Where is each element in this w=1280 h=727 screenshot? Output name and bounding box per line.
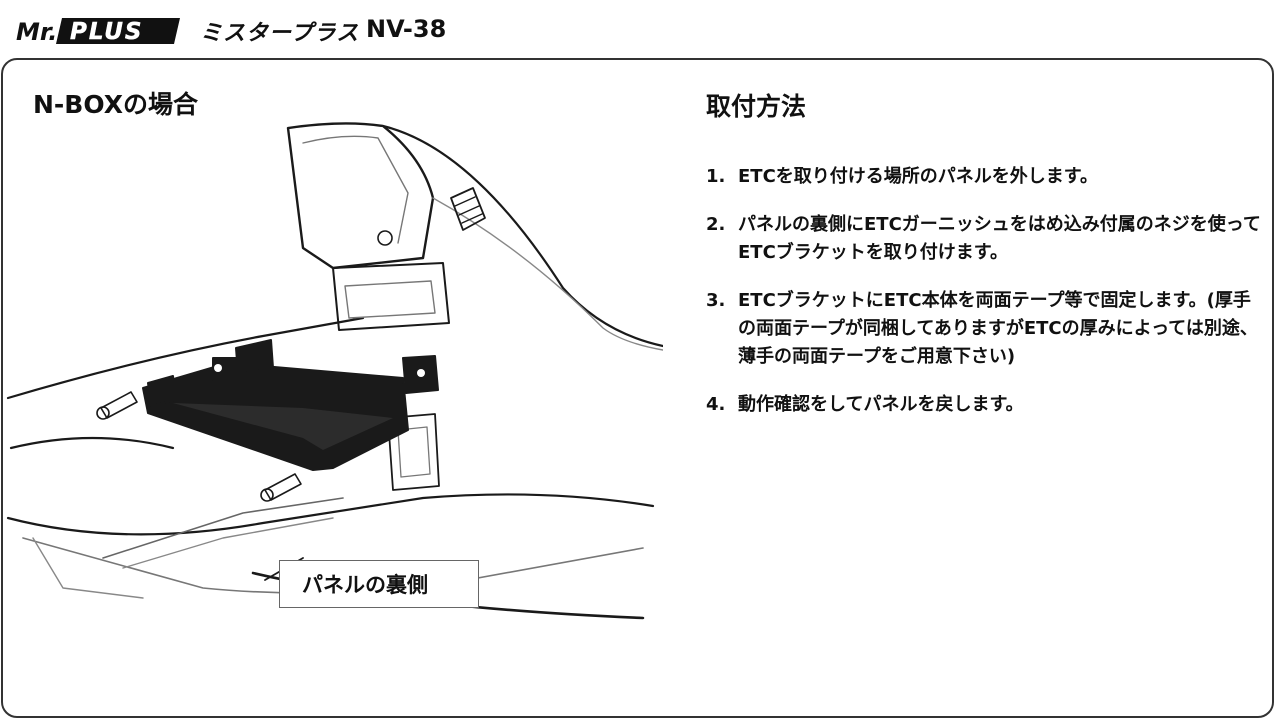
step-text: ETCを取り付ける場所のパネルを外します。	[738, 166, 1098, 187]
model-number: NV-38	[366, 15, 447, 43]
section-title-nbox: N-BOXの場合	[33, 90, 198, 119]
step-text: パネルの裏側にETCガーニッシュをはめ込み付属のネジを使ってETCブラケットを取…	[738, 214, 1261, 263]
step-number: 4.	[706, 394, 726, 415]
svg-text:PLUS: PLUS	[70, 19, 144, 45]
step-number: 3.	[706, 290, 726, 311]
brand-kana: ミスタープラス	[200, 21, 360, 46]
step-text: ETCブラケットにETC本体を両面テープ等で固定します。(厚手の両面テープが同梱…	[738, 290, 1258, 367]
instruction-panel: N-BOXの場合 取付方法	[1, 58, 1274, 718]
svg-text:Mr.: Mr.	[16, 18, 57, 46]
header: Mr. PLUS ミスタープラス NV-38	[0, 0, 1280, 58]
section-title-install: 取付方法	[706, 92, 807, 121]
panel-back-callout: パネルの裏側	[279, 560, 479, 608]
step-number: 2.	[706, 214, 726, 235]
step-number: 1.	[706, 166, 726, 187]
mr-plus-logo: Mr. PLUS	[16, 18, 180, 46]
step-item: 1. ETCを取り付ける場所のパネルを外します。	[706, 163, 1266, 191]
step-item: 4. 動作確認をしてパネルを戻します。	[706, 391, 1266, 419]
installation-illustration	[6, 122, 663, 620]
step-text: 動作確認をしてパネルを戻します。	[738, 394, 1024, 415]
step-item: 2. パネルの裏側にETCガーニッシュをはめ込み付属のネジを使ってETCブラケッ…	[706, 211, 1266, 267]
install-steps: 1. ETCを取り付ける場所のパネルを外します。 2. パネルの裏側にETCガー…	[706, 163, 1266, 439]
step-item: 3. ETCブラケットにETC本体を両面テープ等で固定します。(厚手の両面テープ…	[706, 287, 1266, 371]
